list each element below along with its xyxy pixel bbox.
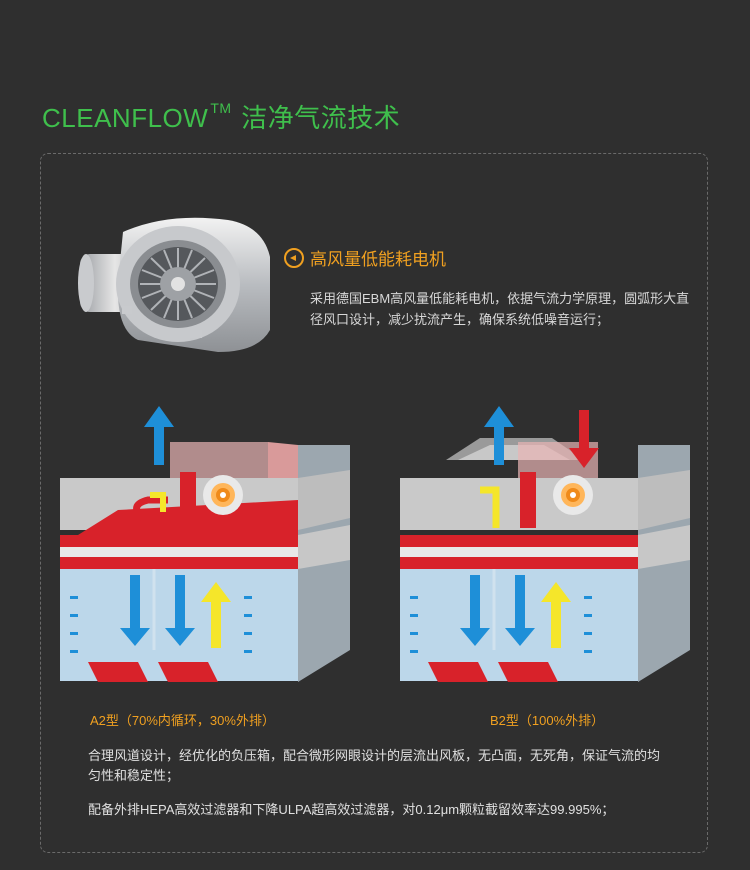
feature-title: 高风量低能耗电机 [284, 245, 446, 270]
feature-title-text: 高风量低能耗电机 [310, 250, 446, 269]
diagram-a2-caption: A2型（70%内循环，30%外排） [90, 713, 275, 728]
feature-panel [40, 153, 708, 853]
section-title-text: 洁净气流技术 [241, 103, 401, 133]
circle-arrow-left-icon [284, 247, 304, 268]
feature-description: 采用德国EBM高风量低能耗电机，依据气流力学原理，圆弧形大直径风口设计，减少扰流… [310, 291, 690, 327]
airflow-design-paragraph: 合理风道设计，经优化的负压箱，配合微形网眼设计的层流出风板，无凸面，无死角，保证… [88, 748, 661, 783]
brand-name: CLEANFLOW [42, 103, 209, 133]
filter-paragraph: 配备外排HEPA高效过滤器和下降ULPA超高效过滤器，对0.12μm颗粒截留效率… [88, 802, 615, 817]
diagram-a2-airflow [60, 406, 350, 682]
diagram-b2-caption: B2型（100%外排） [490, 713, 605, 728]
blower-motor-image [78, 217, 270, 352]
trademark-mark: TM [210, 100, 232, 116]
diagram-b2-airflow [400, 406, 690, 682]
